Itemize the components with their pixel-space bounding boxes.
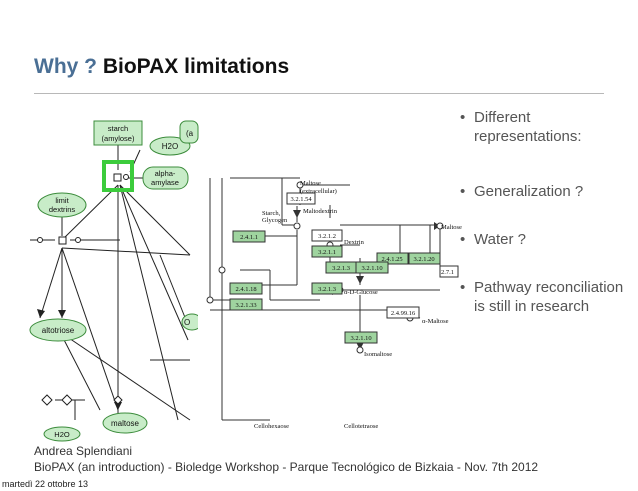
slide-footer: Andrea Splendiani BioPAX (an introductio…	[34, 443, 538, 475]
footer-author: Andrea Splendiani	[34, 444, 133, 458]
right-pathway-diagram: 3.2.1.54 2.4.1.1 3.2.1.2 3.2.1.1 2.4.1.2…	[198, 158, 462, 430]
ec-3.2.1.3-b: 3.2.1.3	[318, 286, 336, 293]
h2o-label-2: H2O	[54, 430, 70, 439]
ec-3.2.1.10-b: 3.2.1.10	[350, 335, 371, 342]
reaction-square	[113, 173, 122, 182]
maltose-label: maltose	[111, 419, 140, 428]
ec-boxes: 3.2.1.54 2.4.1.1 3.2.1.2 3.2.1.1 2.4.1.2…	[229, 192, 459, 344]
ec-3.2.1.20: 3.2.1.20	[413, 256, 434, 263]
ec-2.4.1.25: 2.4.1.25	[381, 256, 402, 263]
partial-label-a: (a	[186, 129, 194, 138]
maltose-extracellular-2: (extracellular)	[300, 188, 337, 195]
isomaltose-label: Isomaltose	[364, 351, 392, 358]
altotriose-node	[29, 318, 87, 342]
bullet-dot-icon: •	[460, 183, 466, 200]
cellohexaose-label: Cellohexaose	[254, 423, 289, 430]
ec-3.2.1.10-a: 3.2.1.10	[361, 265, 382, 272]
maltose-dot	[436, 222, 444, 230]
bullet-item: • Generalization ?	[460, 182, 624, 201]
ec-2.7.1: 2.7.1	[441, 269, 454, 276]
left-diagram-bg	[0, 100, 195, 440]
bullet-text: Water ?	[474, 231, 526, 248]
bullet-item: • Pathway reconciliation is still in res…	[460, 278, 624, 316]
starch-node	[93, 120, 143, 146]
starch-label: starch	[108, 124, 128, 133]
ec-3.2.1.2: 3.2.1.2	[318, 233, 336, 240]
ec-2.4.1.1: 2.4.1.1	[240, 234, 258, 241]
limit-dextrins-node	[37, 192, 87, 218]
ec-3.2.1.54: 3.2.1.54	[290, 196, 312, 203]
ec-3.2.1.33: 3.2.1.33	[235, 302, 256, 309]
ec-2.4.99.16: 2.4.99.16	[391, 310, 416, 317]
title-main: BioPAX limitations	[102, 55, 290, 78]
title-divider	[34, 93, 604, 94]
reaction-diamond-2	[61, 394, 73, 406]
bullet-dot-icon: •	[460, 109, 466, 126]
maltose-extracellular-1: Maltose	[300, 180, 321, 187]
limit-label: limit	[55, 196, 69, 205]
highlighted-reaction-box	[102, 160, 134, 192]
ec-3.2.1.3-a: 3.2.1.3	[332, 265, 350, 272]
footer-citation: BioPAX (an introduction) - Bioledge Work…	[34, 460, 539, 474]
bullet-dot-icon: •	[460, 279, 466, 296]
ec-2.4.1.18: 2.4.1.18	[235, 286, 256, 293]
alpha-maltose-label: α-Maltose	[422, 318, 449, 325]
reaction-dot-2	[37, 237, 43, 243]
h2o-label: H2O	[162, 142, 178, 151]
reaction-dot-3	[75, 237, 81, 243]
partial-node-a	[179, 120, 199, 144]
slide-title: Why ? BioPAX limitations	[34, 55, 289, 79]
amylose-label: (amylose)	[102, 134, 135, 143]
starch-dot	[293, 222, 301, 230]
glucose-label: α-D-Glucose	[344, 289, 378, 296]
maltose-ext-dot	[296, 181, 304, 189]
alpha-label: alpha-	[155, 169, 176, 178]
maltose-node	[102, 412, 148, 434]
h2o-node	[149, 136, 191, 156]
left-pathway-diagram: starch (amylose) H2O (a alpha- amylase l…	[0, 100, 203, 442]
partial-label-o: O	[184, 318, 190, 327]
bullet-item: • Different representations:	[460, 108, 624, 146]
starch-glycogen-1: Starch,	[262, 210, 281, 217]
h2o-node-2	[43, 426, 81, 442]
print-timestamp: martedì 22 ottobre 13	[2, 479, 89, 489]
isomaltose-dot	[356, 346, 364, 354]
bullet-text: Generalization ?	[474, 183, 584, 200]
reaction-square-2	[58, 236, 67, 245]
bullet-text: Different representations:	[474, 109, 582, 145]
dextrins-label: dextrins	[49, 205, 76, 214]
title-prefix: Why ?	[34, 55, 97, 78]
dextrin-label: Dextrin	[344, 239, 365, 246]
reaction-dot	[123, 174, 129, 180]
ec-3.2.1.1: 3.2.1.1	[318, 249, 336, 256]
alpha-amylase-node	[142, 166, 189, 190]
cellotetraose-label: Cellotetraose	[344, 423, 378, 430]
maltodextrin-label: Maltodextrin	[303, 208, 338, 215]
starch-glycogen-2: Glycogen	[262, 217, 288, 224]
bullet-item: • Water ?	[460, 230, 624, 249]
left-dot-2	[218, 266, 226, 274]
reaction-diamond-3	[113, 395, 123, 405]
maltose-label-right: Maltose	[441, 224, 462, 231]
bullet-text: Pathway reconciliation is still in resea…	[474, 279, 624, 315]
compound-labels: Maltose (extracellular) Starch, Glycogen…	[254, 180, 462, 430]
left-dot-1	[206, 296, 214, 304]
amylase-label: amylase	[151, 178, 179, 187]
bullet-dot-icon: •	[460, 231, 466, 248]
reaction-diamond-1	[41, 394, 53, 406]
altotriose-label: altotriose	[42, 326, 75, 335]
